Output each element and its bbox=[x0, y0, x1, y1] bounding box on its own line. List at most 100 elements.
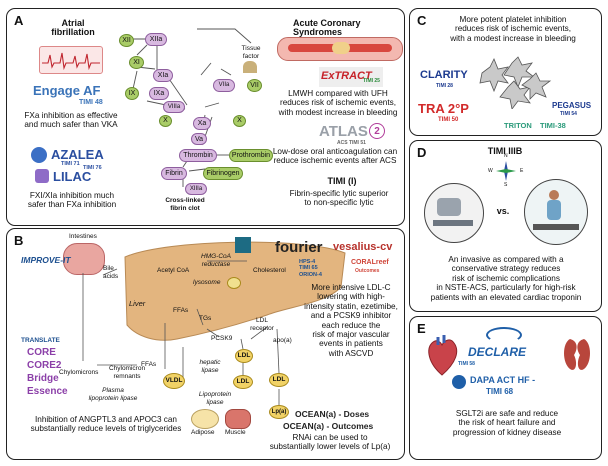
tgs-label: TGs bbox=[199, 315, 212, 322]
atlas-text: Low-dose oral anticoagulation can reduce… bbox=[272, 147, 398, 166]
ecg-waveform-icon bbox=[42, 52, 100, 71]
panel-e: E DECLARE TIMI 58 DAPA ACT HF - TIMI 68 … bbox=[409, 316, 602, 460]
factor-ixa: IXa bbox=[149, 87, 169, 100]
hmg-label: HMG-CoA reductase bbox=[201, 253, 231, 268]
tra2p-logo: TRA 2°P bbox=[418, 101, 469, 116]
af-title: Atrial fibrillation bbox=[51, 18, 95, 38]
atlas-sub: ACS TIMI 51 bbox=[337, 140, 366, 146]
adipose-label: Adipose bbox=[191, 429, 215, 436]
coralreef-logo: CORALreef bbox=[351, 259, 389, 266]
bridge-logo: Bridge bbox=[27, 373, 59, 384]
chylo-remnants-label: Chylomicron remnants bbox=[108, 365, 146, 380]
vesalius-logo: vesalius-cv bbox=[333, 241, 393, 253]
ldl-particle-2: LDL bbox=[233, 375, 253, 389]
translate-logo: TRANSLATE bbox=[21, 337, 60, 344]
vs-label: vs. bbox=[496, 206, 510, 216]
factor-xia: XIa bbox=[153, 69, 173, 82]
tra2p-sub: TIMI 50 bbox=[438, 117, 459, 123]
lpa-particle: Lp(a) bbox=[269, 405, 289, 419]
chylomicrons-label: Chylomicrons bbox=[59, 369, 99, 376]
cholesterol-label: Cholesterol bbox=[253, 267, 286, 274]
pegasus-logo: PEGASUS bbox=[552, 101, 592, 110]
panel-d: D TIMI IIIB N S W E vs. An invasive as c… bbox=[409, 140, 602, 312]
sglt2i-text: SGLT2i are safe and reduce the risk of h… bbox=[452, 409, 562, 437]
fibrinogen: Fibrinogen bbox=[203, 167, 243, 180]
azalea-logo: AZALEA bbox=[51, 147, 104, 162]
core2-logo: CORE2 bbox=[27, 360, 62, 371]
dapa-logo: DAPA ACT HF - bbox=[470, 375, 536, 385]
declare-sub: TIMI 58 bbox=[458, 361, 475, 367]
kidney-icon bbox=[560, 333, 594, 377]
improve-it-logo: IMPROVE-IT bbox=[21, 255, 71, 265]
invasive-text: An invasive as compared with a conservat… bbox=[430, 255, 582, 302]
clarity-logo: CLARITY bbox=[420, 69, 468, 81]
trial-badge-icon bbox=[235, 237, 251, 253]
clot-label: Cross-linked fibrin clot bbox=[165, 197, 205, 212]
timi1-text: Fibrin-specific lytic superior to non-sp… bbox=[289, 189, 389, 208]
ldl-particle-1: LDL bbox=[235, 349, 253, 363]
liver-label: Liver bbox=[129, 299, 146, 308]
atlas-num-badge: 2 bbox=[369, 123, 385, 139]
triton-logo: TRITON bbox=[504, 121, 532, 130]
ocean-doses-logo: OCEAN(a) - Doses bbox=[295, 409, 370, 419]
pcsk9-label: PCSK9 bbox=[211, 335, 233, 342]
ldl-lowering-text: More intensive LDL-C lowering with high-… bbox=[304, 283, 398, 358]
factor-xi: XI bbox=[129, 56, 144, 69]
engage-af-sub: TIMI 48 bbox=[79, 99, 103, 106]
hps-logos: HPS-4 TIMI 65 ORION-4 bbox=[299, 259, 322, 278]
intestines-icon bbox=[63, 243, 105, 275]
muscle-icon bbox=[225, 409, 251, 429]
factor-viia: VIIa bbox=[213, 79, 235, 92]
clarity-sub: TIMI 28 bbox=[436, 83, 453, 89]
lilac-logo: LILAC bbox=[53, 169, 92, 184]
prothrombin: Prothrombin bbox=[229, 149, 273, 162]
compass-s: S bbox=[504, 182, 508, 188]
ecg-monitor bbox=[39, 46, 103, 74]
ffas-label-1: FFAs bbox=[173, 307, 189, 314]
panel-c-label: C bbox=[417, 13, 427, 28]
panel-b: B Intestines IMPROVE-IT Bile acids Acety… bbox=[6, 228, 405, 460]
factor-vii: VII bbox=[247, 79, 262, 92]
azalea-sub: TIMI 71 bbox=[61, 161, 80, 167]
lipoprotein-lipase-label: Lipoprotein lipase bbox=[198, 391, 232, 406]
engage-af-text: FXa inhibition as effective and much saf… bbox=[24, 111, 118, 130]
core-logo: CORE bbox=[27, 347, 56, 358]
factor-ix: IX bbox=[125, 87, 139, 100]
lilac-emblem-icon bbox=[35, 169, 49, 183]
engage-af-logo: Engage AF bbox=[33, 83, 101, 98]
factor-va: Va bbox=[191, 133, 207, 145]
hepatic-lipase-label: hepatic lipase bbox=[199, 359, 221, 374]
ffas-label-2: FFAs bbox=[141, 361, 157, 368]
lilac-sub: TIMI 76 bbox=[83, 165, 102, 171]
plasma-lipase-label: Plasma lipoprotein lipase bbox=[88, 387, 138, 402]
timi3b-title: TIMI IIIB bbox=[487, 146, 523, 156]
azalea-emblem-icon bbox=[31, 147, 47, 163]
ldl-particle-3: LDL bbox=[269, 373, 289, 387]
dapa-sub: TIMI 68 bbox=[486, 387, 514, 396]
coralreef-sub: Outcomes bbox=[355, 268, 380, 274]
ldl-receptor-label: LDL receptor bbox=[250, 317, 274, 332]
lysosome-label: lysosome bbox=[193, 279, 221, 286]
essence-logo: Essence bbox=[27, 386, 68, 397]
extract-logo: ExTRACT bbox=[321, 70, 372, 82]
factor-xiia: XIIa bbox=[145, 33, 167, 46]
triton-sub: TIMI-38 bbox=[540, 121, 566, 130]
compass-w: W bbox=[488, 168, 493, 174]
factor-xa: Xa bbox=[193, 117, 211, 130]
muscle-label: Muscle bbox=[225, 429, 246, 436]
platelet-cluster-icon bbox=[472, 53, 552, 109]
panel-c: C More potent platelet inhibition reduce… bbox=[409, 8, 602, 136]
thrombin: Thrombin bbox=[179, 149, 217, 162]
artery-illustration bbox=[277, 37, 403, 61]
apoa-label: apo(a) bbox=[273, 337, 292, 344]
panel-b-label: B bbox=[14, 233, 24, 248]
timi1-title: TIMI (I) bbox=[327, 176, 357, 186]
compass-icon: N S W E bbox=[488, 153, 523, 188]
declare-emblem-icon bbox=[486, 327, 522, 343]
vldl-particle: VLDL bbox=[163, 373, 185, 389]
factor-xiiia: XIIIa bbox=[185, 183, 207, 195]
panel-e-label: E bbox=[417, 321, 426, 336]
fourier-logo: fourier bbox=[275, 239, 323, 256]
extract-sub: TIMI 25 bbox=[363, 78, 380, 84]
cath-lab-illustration bbox=[424, 183, 484, 243]
